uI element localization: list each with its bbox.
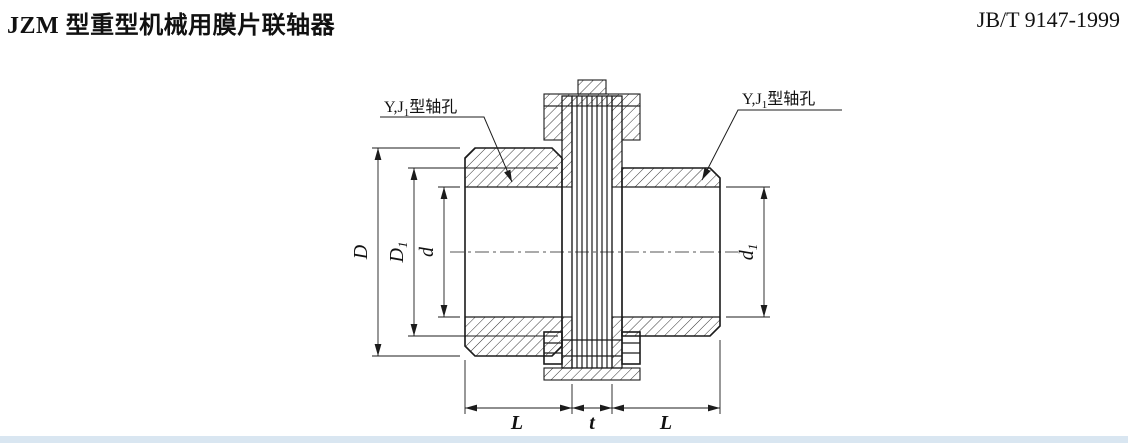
top-bolt-assembly <box>543 79 641 141</box>
left-flange-top-hatch <box>561 95 573 188</box>
dimension-D1-label: D1 <box>386 242 410 264</box>
dimension-D-extension-lines <box>372 147 460 357</box>
right-flange-top-hatch <box>611 95 623 188</box>
bottom-extension-lines <box>464 340 721 414</box>
page-footer-strip <box>0 436 1128 443</box>
bottom-bolt-head <box>543 331 563 365</box>
left-hub <box>464 147 563 357</box>
dimension-D1-extension-lines <box>408 167 558 337</box>
dimension-L-left-label: L <box>510 412 523 434</box>
shaft-hole-leader-left <box>380 116 513 183</box>
left-hub-outline <box>464 147 563 357</box>
bottom-bolt-nut-facets <box>622 342 640 354</box>
dimension-D1: D1 <box>386 167 558 337</box>
bottom-bolt-nut <box>621 331 641 365</box>
left-hub-top-section-hatch <box>464 147 563 188</box>
diaphragm-pack-lines <box>571 95 613 369</box>
right-hub-top-section-hatch <box>621 167 721 188</box>
left-shaft-bore-lines <box>465 186 562 318</box>
shaft-hole-label-left: Y,J1型轴孔 <box>384 98 457 119</box>
right-flange-ring <box>611 95 623 369</box>
dimension-d-label: d <box>416 246 438 257</box>
top-bolt-nut <box>621 105 641 141</box>
top-bolt-washer-plate <box>543 93 641 107</box>
left-hub-bottom-section-hatch <box>464 316 563 357</box>
dimension-D: D <box>350 147 460 357</box>
left-flange-ring <box>561 95 573 369</box>
bottom-bolt-assembly <box>543 331 641 381</box>
shaft-hole-callout-left: Y,J1型轴孔 <box>380 98 513 183</box>
dimension-d: d <box>416 186 460 318</box>
top-bolt-head <box>543 105 563 141</box>
dimension-d1-label: d1 <box>736 244 760 261</box>
dimension-D-label: D <box>350 244 372 260</box>
top-bolt-stud <box>577 79 607 95</box>
bottom-washer-plate <box>543 367 641 381</box>
left-flange-bottom-hatch <box>561 316 573 369</box>
right-flange-bottom-hatch <box>611 316 623 369</box>
dimension-bottom-row: L t L <box>464 340 721 434</box>
dimension-d1: d1 <box>726 186 770 318</box>
bottom-bolt-shank <box>562 339 622 357</box>
diaphragm-pack <box>571 95 613 369</box>
bottom-bolt-head-facets <box>544 342 562 354</box>
right-hub-bottom-section-hatch <box>621 316 721 337</box>
standard-number: JB/T 9147-1999 <box>976 7 1120 32</box>
dimension-t-label: t <box>589 412 596 434</box>
shaft-hole-callout-right: Y,J1型轴孔 <box>701 90 842 181</box>
page-title: JZM 型重型机械用膜片联轴器 <box>7 13 336 39</box>
dimension-L-right-label: L <box>659 412 672 434</box>
shaft-hole-label-right: Y,J1型轴孔 <box>742 90 815 111</box>
shaft-hole-leader-right <box>701 109 842 181</box>
right-shaft-bore-lines <box>622 186 720 318</box>
